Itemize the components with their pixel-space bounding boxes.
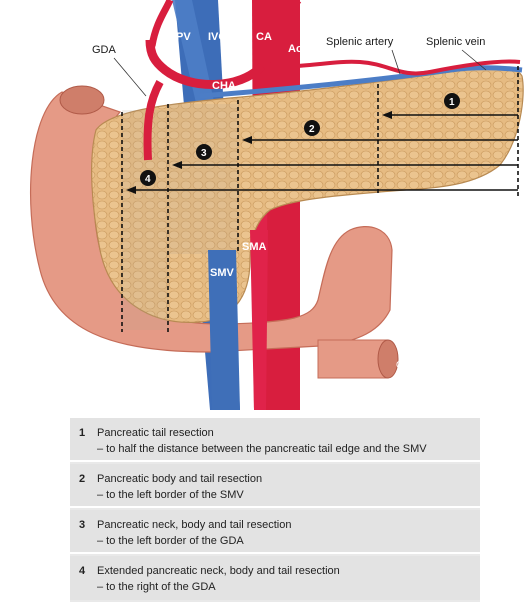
label-sma: SMA — [242, 241, 267, 253]
label-splenic-artery: Splenic artery — [326, 36, 394, 48]
legend-title: Pancreatic body and tail resection — [97, 473, 262, 485]
legend-number: 1 — [79, 427, 85, 439]
label-smv: SMV — [210, 267, 235, 279]
marker-3-text: 3 — [201, 148, 207, 159]
duodenum-opening — [60, 86, 104, 114]
legend-number: 2 — [79, 473, 85, 485]
label-gc: GC — [396, 360, 411, 371]
gda-leader — [114, 58, 146, 96]
legend-title: Extended pancreatic neck, body and tail … — [97, 565, 340, 577]
label-gda: GDA — [92, 44, 117, 56]
legend-detail: – to the left border of the SMV — [97, 489, 244, 501]
marker-1-text: 1 — [449, 97, 455, 108]
pancreas-resection-diagram: PV IVC CA Ao CHA SMA SMV GC GDA Splenic … — [0, 0, 528, 410]
legend-detail: – to half the distance between the pancr… — [97, 443, 427, 455]
legend-number: 4 — [79, 565, 85, 577]
legend-detail: – to the left border of the GDA — [97, 535, 244, 547]
label-ca: CA — [256, 31, 272, 43]
marker-4-text: 4 — [145, 174, 151, 185]
legend-row-3: 3 Pancreatic neck, body and tail resecti… — [70, 510, 480, 554]
resection-legend-table: 1 Pancreatic tail resection – to half th… — [70, 418, 480, 602]
resection-zone-3 — [168, 104, 238, 254]
legend-row-4: 4 Extended pancreatic neck, body and tai… — [70, 556, 480, 600]
label-splenic-vein: Splenic vein — [426, 36, 485, 48]
label-ao: Ao — [288, 43, 303, 55]
legend-number: 3 — [79, 519, 85, 531]
legend-title: Pancreatic neck, body and tail resection — [97, 519, 291, 531]
jejunum-opening — [378, 340, 398, 378]
label-pv: PV — [176, 31, 191, 43]
label-ivc: IVC — [208, 31, 226, 43]
sma-lower — [250, 230, 268, 410]
legend-detail: – to the right of the GDA — [97, 581, 216, 593]
marker-2-text: 2 — [309, 124, 315, 135]
legend-row-1: 1 Pancreatic tail resection – to half th… — [70, 418, 480, 462]
proper-hepatic-artery — [152, 0, 170, 46]
label-cha: CHA — [212, 80, 236, 92]
legend-title: Pancreatic tail resection — [97, 427, 214, 439]
legend-row-2: 2 Pancreatic body and tail resection – t… — [70, 464, 480, 508]
